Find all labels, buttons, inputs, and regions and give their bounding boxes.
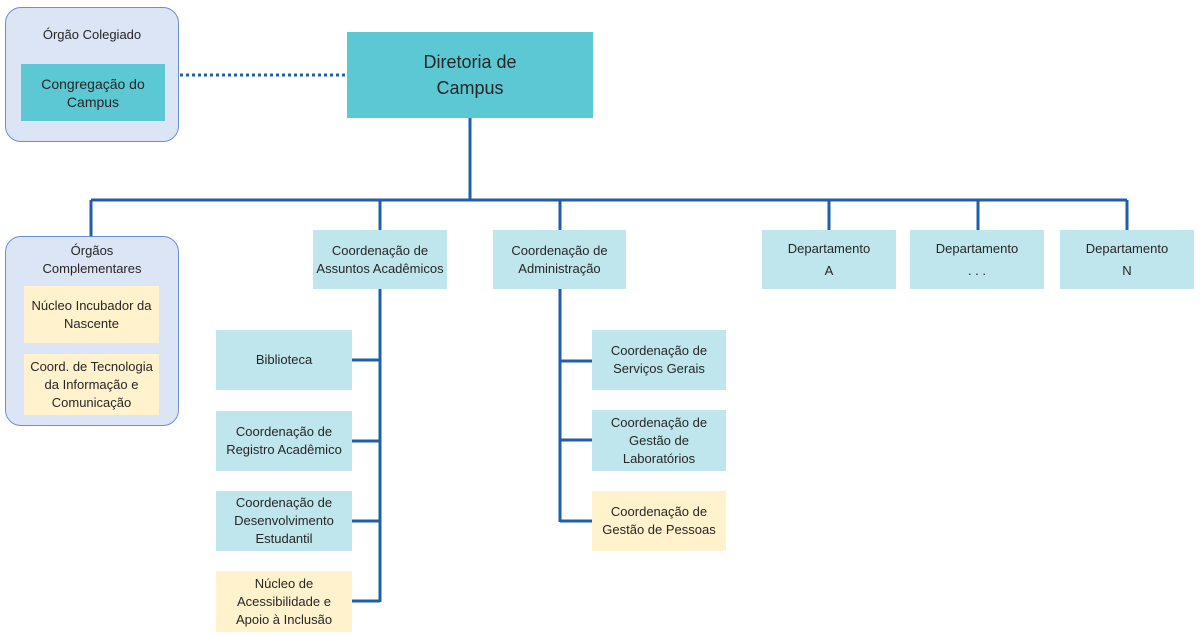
orgao-colegiado-title: Órgão Colegiado: [42, 27, 142, 42]
coord-administracao-box[interactable]: Coordenação de Administração: [493, 230, 626, 289]
coord-desenvolvimento-estudantil-box[interactable]: Coordenação de Desenvolvimento Estudanti…: [216, 491, 352, 551]
nucleo-acessibilidade-box[interactable]: Núcleo de Acessibilidade e Apoio à Inclu…: [216, 571, 352, 632]
congregacao-box[interactable]: Congregação do Campus: [21, 64, 165, 121]
departamento-ellipsis-box[interactable]: Departamento . . .: [910, 230, 1044, 289]
coord-gestao-pessoas-box[interactable]: Coordenação de Gestão de Pessoas: [592, 491, 726, 551]
coord-assuntos-academicos-box[interactable]: Coordenação de Assuntos Acadêmicos: [313, 230, 447, 289]
coord-servicos-gerais-box[interactable]: Coordenação de Serviços Gerais: [592, 330, 726, 390]
coord-gestao-laboratorios-box[interactable]: Coordenação de Gestão de Laboratórios: [592, 410, 726, 471]
coord-registro-academico-box[interactable]: Coordenação de Registro Acadêmico: [216, 411, 352, 471]
coord-tic-box[interactable]: Coord. de Tecnologia da Informação e Com…: [24, 354, 159, 415]
nucleo-incubador-box[interactable]: Núcleo Incubador da Nascente: [24, 286, 159, 343]
orgaos-complementares-title: Órgãos Complementares: [42, 243, 142, 276]
diretoria-box[interactable]: Diretoria de Campus: [347, 32, 593, 118]
departamento-n-box[interactable]: Departamento N: [1060, 230, 1194, 289]
departamento-a-box[interactable]: Departamento A: [762, 230, 896, 289]
biblioteca-box[interactable]: Biblioteca: [216, 330, 352, 390]
